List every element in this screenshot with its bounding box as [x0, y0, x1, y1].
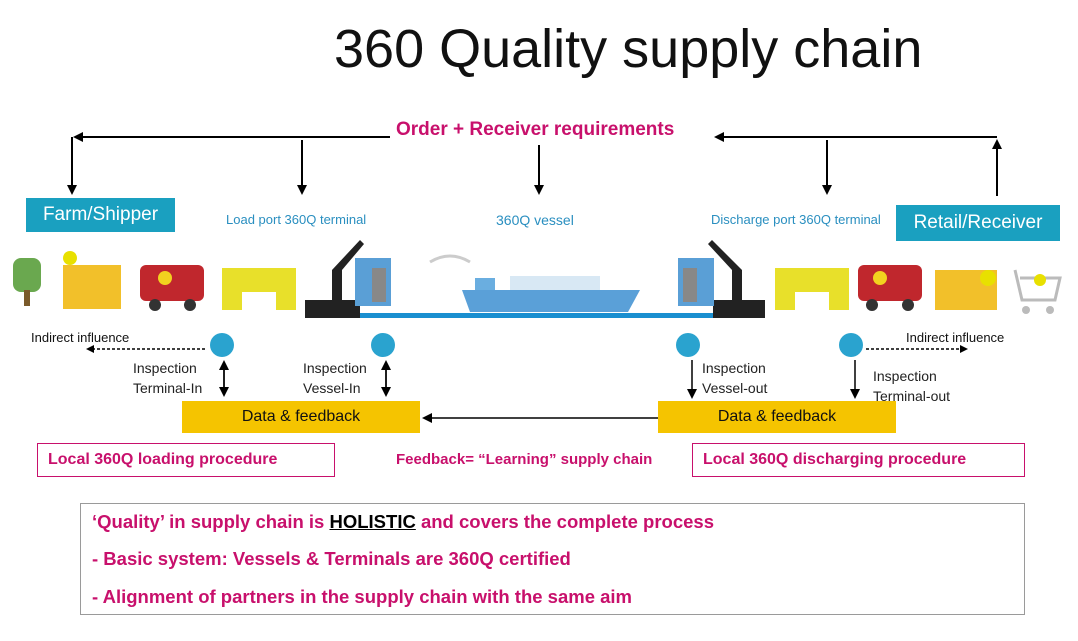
inspection-point-terminal-out: [839, 333, 863, 357]
inspection-terminal-in-label: Inspection Terminal-In: [133, 360, 203, 396]
truck-icon: [140, 265, 204, 301]
data-feedback-box-left: Data & feedback: [182, 401, 420, 433]
retail-receiver-label: Retail/Receiver: [913, 212, 1043, 233]
inspection-vessel-in-label: Inspection Vessel-In: [303, 360, 367, 396]
discharge-port-label: Discharge port 360Q terminal: [711, 212, 881, 227]
quay-line: [340, 313, 732, 318]
holistic-emphasis: HOLISTIC: [329, 511, 416, 532]
truck-icon-right: [858, 265, 922, 301]
load-crane-icon: [305, 240, 391, 318]
indirect-influence-left: Indirect influence: [31, 330, 130, 345]
retail-chain-icons: [775, 265, 1062, 314]
load-port-label: Load port 360Q terminal: [226, 212, 367, 227]
inspection-point-terminal-in: [210, 333, 234, 357]
farm-shipper-label: Farm/Shipper: [42, 204, 159, 225]
local-loading-procedure-label: Local 360Q loading procedure: [48, 451, 278, 468]
order-arrows: [67, 132, 1002, 196]
page-title: 360 Quality supply chain: [334, 19, 923, 79]
summary-box: ‘Quality’ in supply chain is HOLISTIC an…: [80, 503, 1025, 615]
discharge-crane-icon: [678, 240, 765, 318]
vessel-icon: [429, 254, 640, 312]
inspection-terminal-out-label: Inspection Terminal-out: [873, 368, 951, 404]
inspection-point-vessel-out: [676, 333, 700, 357]
cart-icon: [1013, 269, 1062, 302]
retail-receiver-box: Retail/Receiver: [896, 205, 1060, 241]
warehouse-icon-right: [775, 268, 849, 310]
inspection-vessel-out-label: Inspection Vessel-out: [702, 360, 768, 396]
farm-shipper-box: Farm/Shipper: [26, 198, 175, 232]
summary-line-3: - Alignment of partners in the supply ch…: [92, 586, 633, 607]
tree-icon: [13, 258, 41, 292]
farm-chain-icons: [13, 251, 296, 311]
local-discharging-procedure-label: Local 360Q discharging procedure: [703, 451, 967, 468]
inspection-point-vessel-in: [371, 333, 395, 357]
packing-icon: [63, 265, 121, 309]
feedback-learning-label: Feedback= “Learning” supply chain: [396, 451, 653, 468]
data-feedback-label-left: Data & feedback: [241, 408, 361, 425]
summary-line-1: ‘Quality’ in supply chain is HOLISTIC an…: [92, 511, 714, 532]
data-feedback-box-right: Data & feedback: [658, 401, 896, 433]
summary-line-2: - Basic system: Vessels & Terminals are …: [92, 548, 571, 569]
indirect-influence-right: Indirect influence: [906, 330, 1005, 345]
local-discharging-procedure-box: Local 360Q discharging procedure: [692, 443, 1025, 477]
data-feedback-label-right: Data & feedback: [717, 408, 837, 425]
local-loading-procedure-box: Local 360Q loading procedure: [37, 443, 335, 477]
order-requirements-label: Order + Receiver requirements: [396, 119, 675, 140]
warehouse-icon: [222, 268, 296, 310]
inspection-arrows: [219, 360, 860, 399]
vessel-label: 360Q vessel: [496, 212, 574, 228]
